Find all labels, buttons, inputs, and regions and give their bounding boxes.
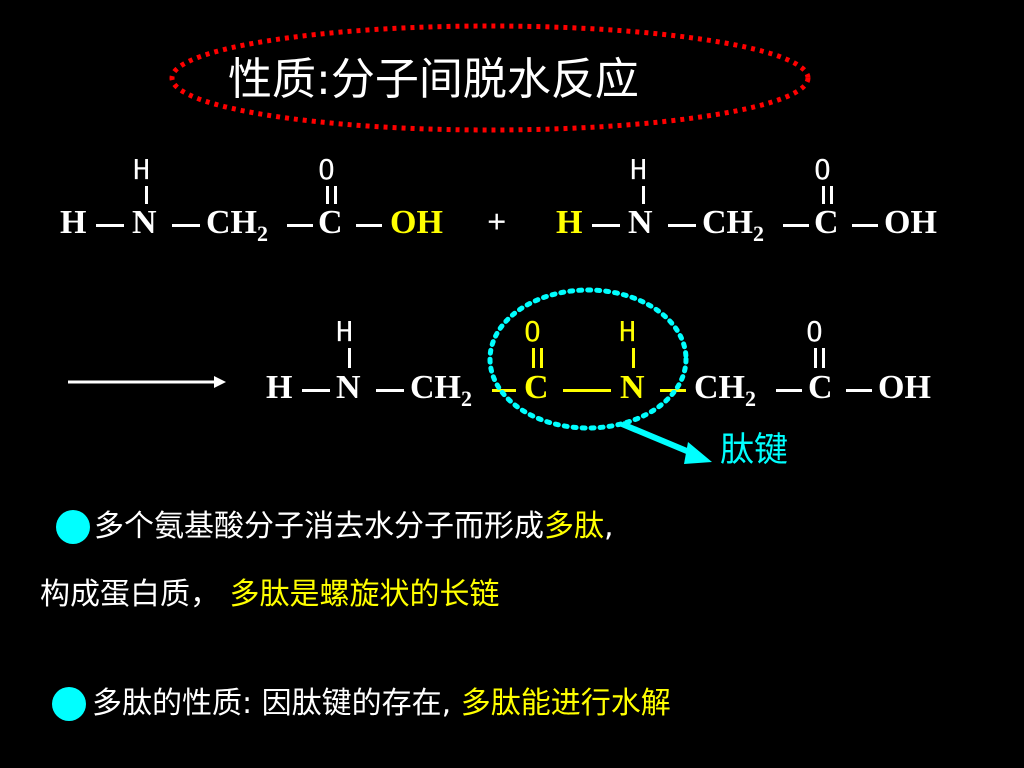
bullet-dot-2: [52, 687, 86, 721]
peptide-bond-highlight-circle: [487, 287, 689, 431]
mol1-n: N: [132, 204, 157, 241]
mol2-c: C: [814, 204, 839, 241]
bullet-1-line-2: 构成蛋白质， 多肽是螺旋状的长链: [40, 577, 500, 612]
mol1-bond-hn: [96, 224, 124, 227]
prod-top-h1: H: [336, 315, 353, 348]
prod-bond-cc1: [492, 389, 516, 392]
prod-ch2-2: CH2: [694, 369, 756, 411]
mol1-co-double-bond-b: [334, 186, 337, 204]
mol2-n: N: [628, 204, 653, 241]
prod-co-double-bond-2a: [814, 348, 817, 368]
prod-co-double-bond-1b: [540, 348, 543, 368]
prod-peptide-bond-line: [563, 389, 611, 392]
bullet-2-line: 多肽的性质: 因肽键的存在, 多肽能进行水解: [92, 686, 671, 721]
mol2-bond-nc: [668, 224, 696, 227]
mol2-co-double-bond-b: [830, 186, 833, 204]
prod-top-o2: O: [806, 315, 823, 348]
title-colon: :: [316, 54, 331, 105]
prod-bond-nc1: [376, 389, 404, 392]
mol2-oh: OH: [884, 204, 937, 241]
prod-top-o1: O: [524, 315, 541, 348]
prod-bond-cc2: [776, 389, 802, 392]
mol2-bond-hn: [592, 224, 620, 227]
mol1-co-double-bond-a: [326, 186, 329, 204]
mol2-top-h: H: [630, 153, 647, 186]
plus-sign: +: [487, 204, 507, 241]
prod-oh: OH: [878, 369, 931, 406]
title-prefix: 性质: [228, 54, 316, 105]
prod-co-double-bond-1a: [532, 348, 535, 368]
mol2-co-double-bond-a: [822, 186, 825, 204]
bullet-dot-1: [56, 510, 90, 544]
mol2-ch2: CH2: [702, 204, 764, 246]
peptide-bond-pointer-arrow-icon: [620, 421, 712, 464]
mol1-nh-bond: [145, 186, 148, 204]
mol1-h: H: [60, 204, 87, 241]
prod-nh-bond-1: [348, 348, 351, 368]
prod-c2: C: [808, 369, 833, 406]
mol1-top-h: H: [133, 153, 150, 186]
mol1-bond-coh: [356, 224, 382, 227]
mol2-nh-bond: [642, 186, 645, 204]
prod-ch2-1: CH2: [410, 369, 472, 411]
mol1-ch2: CH2: [206, 204, 268, 246]
mol2-bond-cc: [783, 224, 809, 227]
prod-n2: N: [620, 369, 645, 406]
title-main: 分子间脱水反应: [330, 54, 639, 105]
peptide-bond-label: 肽键: [720, 430, 788, 470]
prod-h: H: [266, 369, 293, 406]
mol1-oh: OH: [390, 204, 443, 241]
prod-bond-coh: [846, 389, 872, 392]
mol1-c: C: [318, 204, 343, 241]
mol2-top-o: O: [814, 153, 831, 186]
mol2-bond-coh: [852, 224, 878, 227]
bullet-1-line-1: 多个氨基酸分子消去水分子而形成多肽,: [94, 509, 614, 544]
mol1-bond-cc: [287, 224, 313, 227]
mol1-top-o: O: [318, 153, 335, 186]
reaction-arrow-icon: [68, 376, 226, 388]
prod-top-h2: H: [619, 315, 636, 348]
prod-nh-bond-2: [632, 348, 635, 368]
page-title: 性质:分子间脱水反应: [228, 48, 639, 112]
mol1-bond-nc: [172, 224, 200, 227]
prod-co-double-bond-2b: [822, 348, 825, 368]
prod-c1: C: [524, 369, 549, 406]
prod-n1: N: [336, 369, 361, 406]
mol2-h: H: [556, 204, 583, 241]
prod-bond-hn: [302, 389, 330, 392]
title-oval: [169, 23, 811, 133]
